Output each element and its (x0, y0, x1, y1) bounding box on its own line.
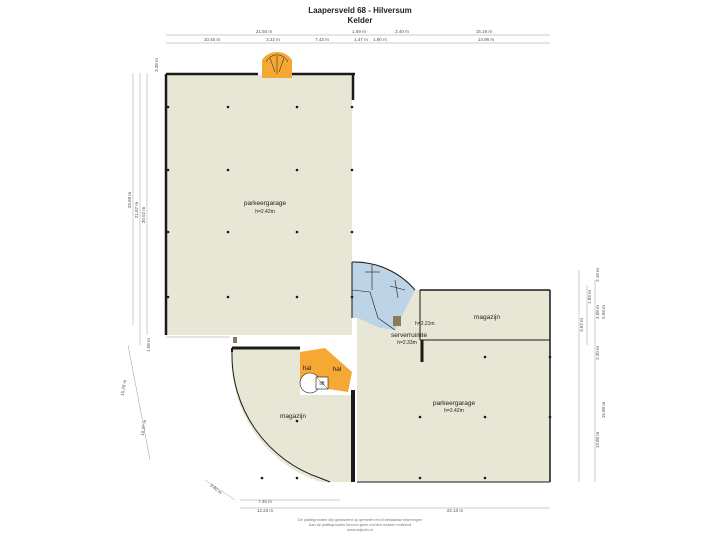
dim-left-4: 30.52 m (141, 207, 146, 224)
label-lift: lift (320, 381, 326, 387)
label-parkeergarage-bottom-height: h=2.42m (444, 408, 464, 414)
staircase-icon (265, 54, 289, 74)
footer-line-2: Aan de plattegronden kunnen geen rechten… (308, 523, 412, 527)
columns (166, 105, 552, 480)
dim-top2-4: 1.47 m (354, 37, 368, 42)
label-server-inner-height: h=2.21m (415, 321, 435, 327)
dim-bottom2-1: 12.23 m (257, 508, 274, 513)
floor-name: Kelder (347, 16, 373, 25)
dim-bottom-1: 7.46 m (258, 499, 272, 504)
footer-disclaimer: De plattegronden zijn gebaseerd op gemet… (0, 518, 720, 533)
label-parkeergarage-bottom: parkeergarage (433, 400, 476, 407)
dim-right-6: 2.30 m (595, 346, 600, 360)
label-magazijn-right: magazijn (474, 314, 500, 321)
title-block: Laapersveld 68 - Hilversum Kelder (0, 6, 720, 26)
dim-left-5: 1.08 m (146, 338, 151, 352)
dim-top-1: 21.50 m (256, 29, 273, 34)
dim-top2-1: 10.45 m (204, 37, 221, 42)
dim-left-3: 21.87 m (134, 202, 139, 219)
dim-top-3: 3.40 m (395, 29, 409, 34)
dim-diag-2: 10.37 m (140, 419, 148, 436)
server-unit-icon (393, 316, 401, 326)
dim-top-4: 15.19 m (476, 29, 493, 34)
dim-left-2: 29.68 m (127, 192, 132, 209)
server-rack-outlines (351, 265, 406, 331)
dim-top-2: 1.69 m (352, 29, 366, 34)
dim-right-2: 1.89 m (587, 290, 592, 304)
label-parkeergarage-top: parkeergarage (244, 200, 287, 207)
dimension-lines (127, 34, 596, 509)
parkeergarage-bottom-floor (357, 290, 550, 482)
magazijn-left-floor (231, 348, 352, 482)
label-hal-2: hal (333, 366, 342, 373)
dim-right-1: 2.18 m (595, 268, 600, 282)
dim-diag-1: 15.29 m (120, 379, 128, 396)
walls (164, 72, 551, 483)
parkeergarage-top-floor (166, 75, 352, 335)
server-area-floor (352, 261, 415, 330)
dim-right-5: 5.58 m (601, 305, 606, 319)
dim-top2-6: 14.96 m (478, 37, 495, 42)
dim-right-8: 13.80 m (595, 432, 600, 449)
label-parkeergarage-top-height: h=2.42m (255, 209, 275, 215)
dim-diag-bottom: 3.80 m (209, 483, 223, 496)
label-magazijn-left: magazijn (280, 413, 306, 420)
dim-top2-3: 7.43 m (315, 37, 329, 42)
dim-right-7: 15.80 m (601, 402, 606, 419)
dim-right-3: 4.08 m (595, 305, 600, 319)
label-hal-1: hal (303, 365, 312, 372)
dim-right-4: 3.62 m (579, 318, 584, 332)
lift-cross-icon (315, 376, 329, 390)
dim-top2-5: 1.90 m (373, 37, 387, 42)
label-serverruimte: serverruimte (391, 332, 428, 339)
plan-title: Laapersveld 68 - Hilversum (308, 6, 412, 15)
door-marker (233, 337, 237, 343)
label-serverruimte-height: h=2.33m (397, 340, 417, 346)
dim-left-1: 3.38 m (154, 58, 159, 72)
footer-line-1: De plattegronden zijn gebaseerd op gemet… (298, 518, 422, 522)
footer-line-3: www.objectiv.nl (347, 528, 373, 532)
dim-bottom2-2: 22.10 m (447, 508, 464, 513)
dim-top2-2: 3.32 m (266, 37, 280, 42)
